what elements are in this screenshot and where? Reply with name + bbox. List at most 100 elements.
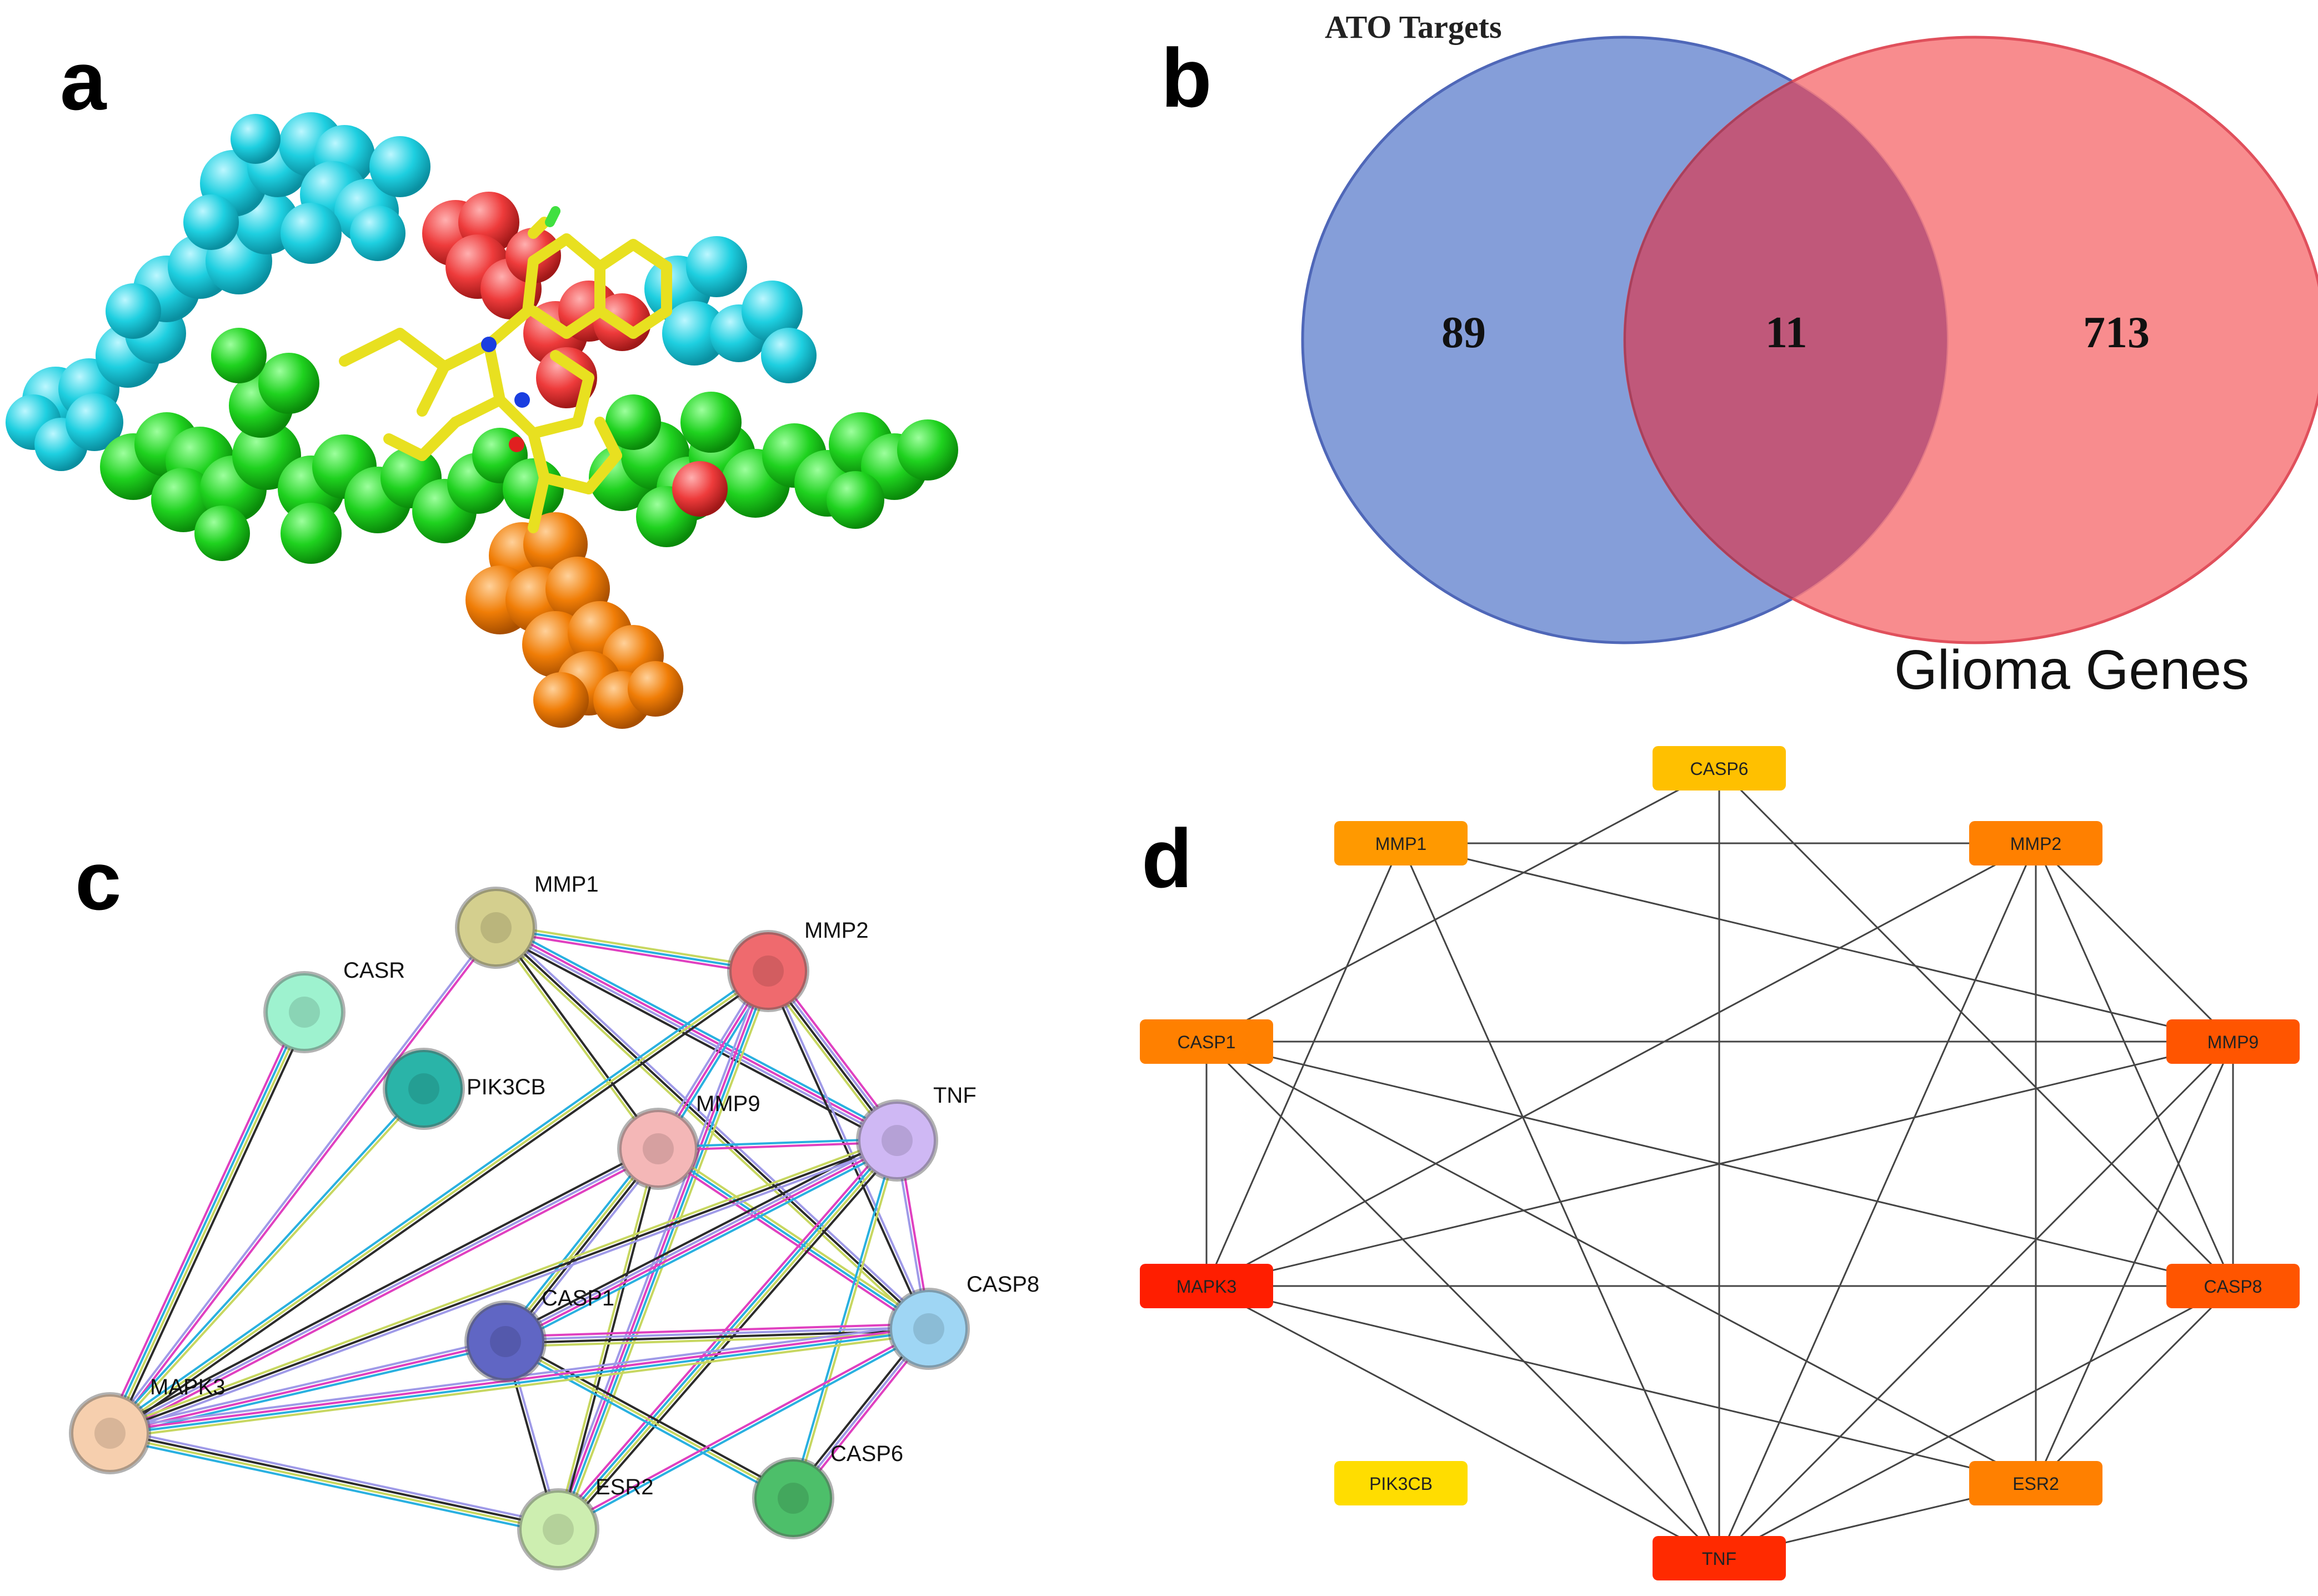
- string-node-label-casr: CASR: [343, 958, 405, 983]
- string-edge-MMP1-TNF: [498, 922, 900, 1137]
- string-edge-CASR-MAPK3: [107, 1010, 304, 1433]
- string-node-esr2[interactable]: [517, 1488, 599, 1570]
- ligand-bond: [528, 217, 550, 239]
- ligand-bond: [561, 306, 605, 339]
- string-node-casp1[interactable]: [464, 1300, 547, 1383]
- string-edge-TNF-CASP6: [790, 1139, 897, 1498]
- atom-sphere: [827, 471, 884, 529]
- string-node-casp6[interactable]: [752, 1457, 834, 1539]
- string-edge-CASR-MAPK3: [110, 1012, 307, 1435]
- ligand-bond: [417, 361, 450, 417]
- atom-sphere: [66, 393, 123, 451]
- string-node-casp8[interactable]: [888, 1288, 970, 1370]
- string-node-structure-mmp2: [753, 955, 784, 987]
- atom-sphere: [211, 328, 267, 383]
- string-edge-MMP9-CASP1: [505, 1149, 660, 1344]
- cyto-node-label-esr2: ESR2: [2012, 1474, 2059, 1494]
- string-edge-CASP8-MAPK3: [110, 1329, 929, 1436]
- string-edge-TNF-MAPK3: [111, 1142, 899, 1438]
- ligand-bond: [594, 239, 639, 272]
- cyto-node-casp1[interactable]: [1140, 1019, 1273, 1064]
- string-node-label-esr2: ESR2: [595, 1475, 654, 1499]
- string-node-structure-pik3cb: [408, 1073, 439, 1104]
- ligand-bond: [594, 306, 639, 339]
- string-edge-CASP1-CASP8: [505, 1323, 929, 1338]
- cyto-node-casp8[interactable]: [2166, 1264, 2300, 1308]
- oxygen-atom: [509, 437, 524, 452]
- string-edge-TNF-MAPK3: [108, 1136, 897, 1432]
- ligand-bond: [522, 256, 539, 317]
- cyto-node-label-casp1: CASP1: [1178, 1032, 1236, 1052]
- string-edge-MMP2-MAPK3: [111, 973, 771, 1437]
- string-node-mmp1[interactable]: [455, 887, 537, 969]
- atom-sphere: [231, 114, 281, 164]
- cyto-node-pik3cb[interactable]: [1334, 1461, 1468, 1505]
- string-node-mapk3[interactable]: [69, 1392, 151, 1474]
- string-edge-CASP1-CASP6: [506, 1337, 795, 1497]
- string-edge-CASP8-MAPK3: [109, 1326, 929, 1433]
- cyto-node-mapk3[interactable]: [1140, 1264, 1273, 1308]
- atom-sphere: [742, 281, 803, 342]
- string-edge-MAPK3-ESR2: [110, 1430, 559, 1529]
- ligand-bond: [628, 306, 672, 339]
- ligand-bond: [528, 306, 572, 339]
- cyto-node-label-pik3cb: PIK3CB: [1369, 1474, 1433, 1494]
- string-node-label-pik3cb: PIK3CB: [467, 1075, 545, 1099]
- string-edge-TNF-CASP1: [504, 1138, 897, 1342]
- string-node-label-mmp9: MMP9: [696, 1092, 760, 1116]
- ligand-bond: [339, 328, 405, 367]
- string-node-structure-casr: [289, 997, 320, 1028]
- ligand-bond: [383, 433, 428, 461]
- cyto-edge-CASP1-ESR2: [1206, 1040, 2036, 1484]
- string-node-mmp9[interactable]: [617, 1108, 699, 1190]
- cyto-node-tnf[interactable]: [1653, 1536, 1786, 1580]
- cyto-node-esr2[interactable]: [1969, 1461, 2102, 1505]
- cyto-node-mmp9[interactable]: [2166, 1019, 2300, 1064]
- atom-sphere: [350, 206, 405, 261]
- string-edge-MMP1-MMP2: [495, 927, 769, 972]
- venn-overlap-count: 11: [1765, 308, 1808, 357]
- string-edge-MMP9-CASP8: [655, 1150, 928, 1333]
- string-edge-MMP1-MAPK3: [108, 925, 496, 1433]
- string-node-pik3cb[interactable]: [383, 1048, 465, 1130]
- string-edge-MMP1-TNF: [496, 925, 899, 1140]
- string-edge-MMP9-MAPK3: [111, 1150, 660, 1438]
- ligand-bond: [539, 472, 594, 494]
- string-edge-MMP1-MMP2: [496, 923, 769, 969]
- string-node-structure-casp8: [913, 1313, 944, 1344]
- string-node-mmp2[interactable]: [727, 930, 809, 1012]
- ligand-bond: [483, 306, 533, 350]
- ligand-bond: [439, 339, 494, 372]
- string-edge-MMP2-MAPK3: [109, 970, 769, 1434]
- ligand-bond: [528, 472, 550, 533]
- atom-sphere: [680, 392, 742, 453]
- atom-sphere: [183, 194, 239, 250]
- cyto-edge-CASP6-CASP8: [1718, 767, 2234, 1287]
- atom-sphere: [605, 394, 661, 450]
- cyto-edge-MAPK3-ESR2: [1206, 1285, 2036, 1484]
- atom-sphere: [672, 461, 728, 517]
- cyto-node-label-casp8: CASP8: [2204, 1277, 2262, 1297]
- string-node-structure-esr2: [543, 1514, 574, 1545]
- string-edge-MMP9-CASP1: [508, 1151, 663, 1345]
- string-edge-MMP1-MAPK3: [110, 928, 498, 1435]
- cyto-node-casp6[interactable]: [1653, 746, 1786, 791]
- string-node-label-mapk3: MAPK3: [150, 1375, 226, 1399]
- string-edge-MMP9-CASP8: [659, 1145, 932, 1327]
- cyto-node-label-casp6: CASP6: [1690, 759, 1749, 779]
- ligand-bond: [450, 394, 505, 428]
- string-edge-PIK3CB-MAPK3: [110, 1089, 426, 1435]
- cyto-edge-CASP6-CASP1: [1206, 767, 1720, 1043]
- cyto-edge-MMP9-MAPK3: [1206, 1040, 2234, 1287]
- ligand-bond: [628, 239, 672, 272]
- cyto-edge-MMP9-TNF: [1718, 1040, 2234, 1559]
- cyto-edge-MMP1-TNF: [1400, 843, 1720, 1559]
- string-node-casr[interactable]: [263, 971, 346, 1053]
- cyto-node-mmp1[interactable]: [1334, 821, 1468, 865]
- venn-right-title: Glioma Genes: [1894, 639, 2249, 701]
- string-node-tnf[interactable]: [856, 1099, 938, 1182]
- string-edge-TNF-CASP1: [507, 1144, 900, 1347]
- cyto-node-mmp2[interactable]: [1969, 821, 2102, 865]
- string-edge-CASP1-MAPK3: [109, 1337, 505, 1432]
- string-edge-MAPK3-ESR2: [108, 1437, 558, 1535]
